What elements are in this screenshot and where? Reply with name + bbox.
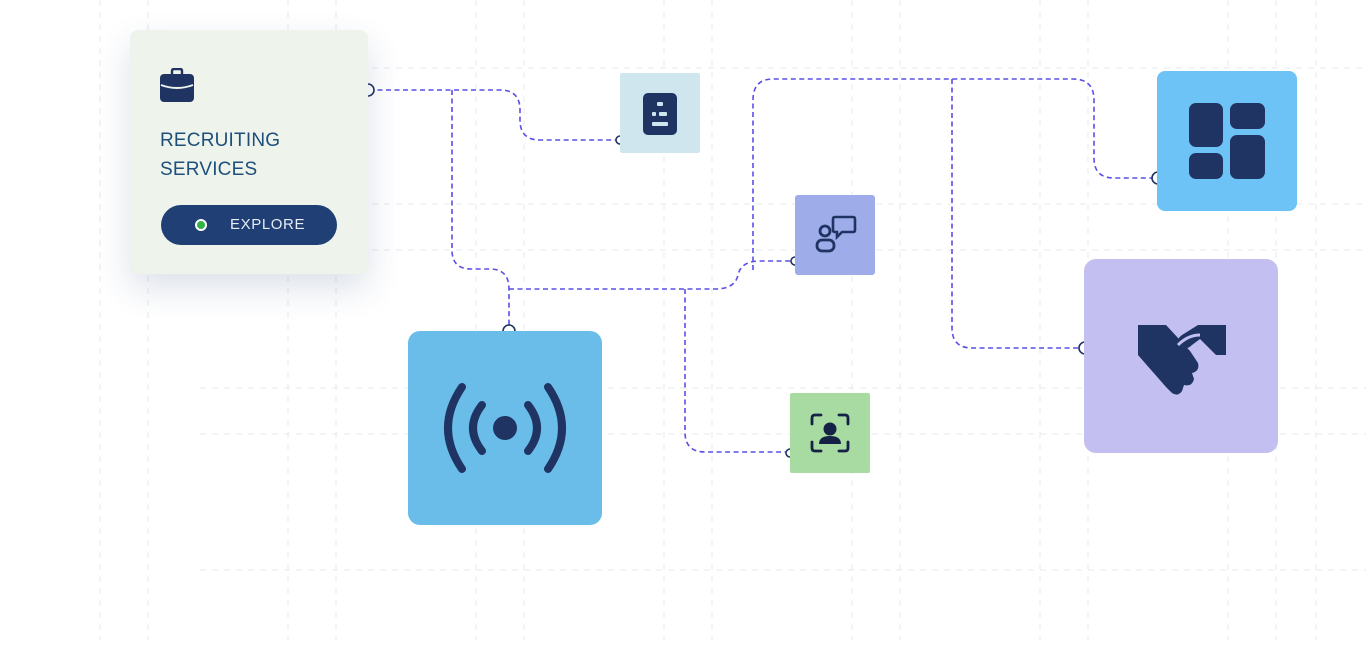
explore-button[interactable]: EXPLORE [161, 205, 337, 245]
explore-button-label: EXPLORE [230, 216, 306, 233]
tile-face-scan[interactable] [790, 393, 870, 473]
broadcast-signal-icon [444, 383, 566, 473]
briefcase-icon [160, 68, 194, 102]
tile-document[interactable] [620, 73, 700, 153]
tile-chat[interactable] [795, 195, 875, 275]
status-dot [195, 219, 207, 231]
face-scan-icon [810, 413, 850, 453]
tile-broadcast[interactable] [408, 331, 602, 525]
recruiting-services-card: RECRUITING SERVICES EXPLORE [130, 30, 368, 274]
person-speech-bubble-icon [815, 215, 857, 253]
tile-dashboard[interactable] [1157, 71, 1297, 211]
dashboard-grid-icon [1189, 103, 1265, 179]
tile-handshake[interactable] [1084, 259, 1278, 453]
handshake-icon [1138, 325, 1226, 395]
card-title: RECRUITING SERVICES [160, 130, 281, 180]
document-list-icon [643, 93, 677, 135]
